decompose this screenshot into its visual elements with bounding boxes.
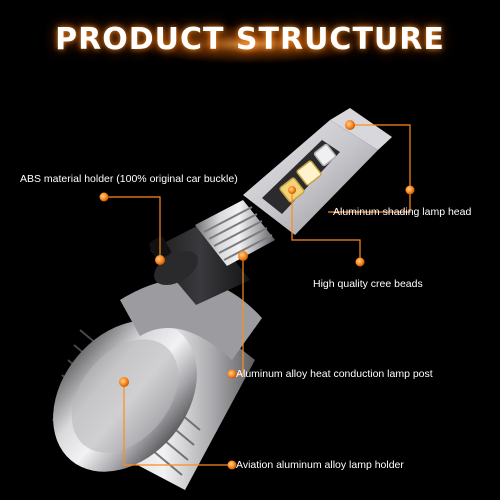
marker-dot [227,460,237,470]
marker-dot [227,369,237,379]
marker-dot [405,185,415,195]
callout-shading-lamp-head: Aluminum shading lamp head [333,206,472,218]
marker-dot [238,251,248,261]
lamp-holder-base [52,278,262,490]
marker-dot [355,257,365,267]
title-glow [135,24,365,64]
marker-dot [155,255,165,265]
callout-heat-conduction-post: Aluminum alloy heat conduction lamp post [236,368,433,380]
abs-holder [149,222,250,305]
callout-aviation-lamp-holder: Aviation aluminum alloy lamp holder [236,459,404,471]
marker-dot [288,186,296,194]
callout-cree-beads: High quality cree beads [313,278,423,290]
marker-dot [119,377,129,387]
heat-conduction-post [195,200,275,266]
page-title: PRODUCT STRUCTURE [55,22,445,57]
callout-abs-holder: ABS material holder (100% original car b… [20,173,238,185]
marker-dot [99,192,109,202]
marker-dot [345,120,355,130]
led-chip [313,143,337,167]
led-chip [296,160,322,186]
